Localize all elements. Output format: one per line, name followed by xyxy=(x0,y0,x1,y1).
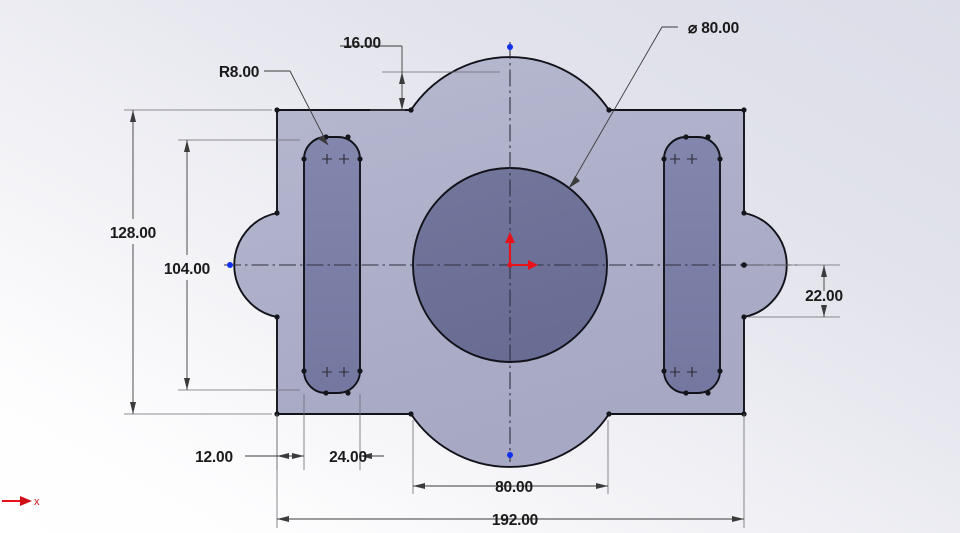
sketch-point xyxy=(741,210,747,216)
dimension-16[interactable]: 16.00 xyxy=(340,35,500,111)
sketch-point xyxy=(274,314,280,320)
center-mark-plus-icon xyxy=(339,154,349,164)
dimension-value-22[interactable]: 22.00 xyxy=(805,288,843,305)
sketch-point xyxy=(705,134,711,140)
arrowhead xyxy=(277,453,289,459)
sketch-point xyxy=(357,368,363,374)
sketch-point xyxy=(408,411,414,417)
sketch-point xyxy=(606,411,612,417)
slot-center-marks xyxy=(322,154,697,377)
sketch-point xyxy=(741,107,747,113)
sketch-point xyxy=(274,210,280,216)
sketch-point xyxy=(741,314,747,320)
dimension-value-24[interactable]: 24.00 xyxy=(329,449,367,466)
sketch-point xyxy=(717,156,723,162)
sketch-point xyxy=(683,390,689,396)
sketch-point xyxy=(717,368,723,374)
dimension-22[interactable]: 22.00 xyxy=(748,264,843,318)
dimension-12[interactable]: 12.00 xyxy=(195,394,305,470)
arrowhead xyxy=(821,265,827,277)
center-mark-plus-icon xyxy=(322,367,332,377)
dimension-128[interactable]: 128.00 xyxy=(110,109,272,415)
dimension-value-16[interactable]: 16.00 xyxy=(343,35,381,52)
sketch-point xyxy=(345,390,351,396)
dimension-value-192[interactable]: 192.00 xyxy=(492,512,538,529)
origin-triad xyxy=(505,232,538,270)
slot-left[interactable] xyxy=(303,136,361,394)
dimension-value-dia80[interactable]: ⌀ 80.00 xyxy=(688,20,739,37)
origin-y-arrowhead xyxy=(505,232,515,243)
sketch-point xyxy=(661,156,667,162)
leader-line xyxy=(568,26,678,189)
arrowhead xyxy=(821,305,827,317)
arrowhead xyxy=(184,140,190,152)
dimension-value-128[interactable]: 128.00 xyxy=(110,225,156,242)
center-mark-plus-icon xyxy=(322,154,332,164)
dimension-value-12[interactable]: 12.00 xyxy=(195,449,233,466)
leader-line xyxy=(264,70,329,146)
sketch-point xyxy=(606,107,612,113)
dimension-24[interactable]: 24.00 xyxy=(329,394,384,470)
origin-x-arrowhead xyxy=(528,260,538,270)
sketch-point xyxy=(274,107,280,113)
sketch-point xyxy=(408,107,414,113)
sketch-point-endpoint xyxy=(507,44,513,50)
sketch-point-endpoint xyxy=(507,452,513,458)
center-mark-plus-icon xyxy=(339,367,349,377)
arrowhead xyxy=(413,483,425,489)
callout-diameter[interactable]: ⌀ 80.00 xyxy=(568,20,739,189)
origin-point xyxy=(507,262,513,268)
callout-radius[interactable]: R8.00 xyxy=(219,64,329,146)
dimension-80-width[interactable]: 80.00 xyxy=(412,420,609,496)
sketch-point xyxy=(301,156,307,162)
view-x-axis-label: x xyxy=(34,496,40,508)
view-x-arrowhead-icon xyxy=(20,496,32,506)
arrowhead xyxy=(130,110,136,122)
sketch-point xyxy=(741,262,747,268)
sketch-point-endpoint xyxy=(227,262,233,268)
sketch-point xyxy=(661,368,667,374)
dimension-value-104[interactable]: 104.00 xyxy=(164,261,210,278)
dimension-value-80-width[interactable]: 80.00 xyxy=(495,479,533,496)
sketch-point xyxy=(683,134,689,140)
sketch-point xyxy=(357,156,363,162)
sketch-point xyxy=(705,390,711,396)
arrowhead xyxy=(399,98,405,110)
arrowhead xyxy=(292,453,304,459)
arrowhead xyxy=(360,453,372,459)
arrowhead xyxy=(399,72,405,84)
sketch-point xyxy=(345,134,351,140)
center-mark-plus-icon xyxy=(687,367,697,377)
arrowhead xyxy=(184,378,190,390)
dimension-value-r8[interactable]: R8.00 xyxy=(219,64,260,81)
leader-arrowhead xyxy=(569,176,580,188)
sketch-point xyxy=(323,390,329,396)
arrowhead xyxy=(277,516,289,522)
dimension-104[interactable]: 104.00 xyxy=(164,139,300,391)
sketch-points xyxy=(227,44,747,458)
sketch-point xyxy=(301,368,307,374)
center-mark-plus-icon xyxy=(687,154,697,164)
leader-arrowhead xyxy=(318,135,328,145)
arrowhead xyxy=(732,516,744,522)
arrowhead xyxy=(596,483,608,489)
arrowhead xyxy=(130,402,136,414)
center-mark-plus-icon xyxy=(670,367,680,377)
view-axis-indicator: x xyxy=(2,496,40,508)
center-mark-plus-icon xyxy=(670,154,680,164)
